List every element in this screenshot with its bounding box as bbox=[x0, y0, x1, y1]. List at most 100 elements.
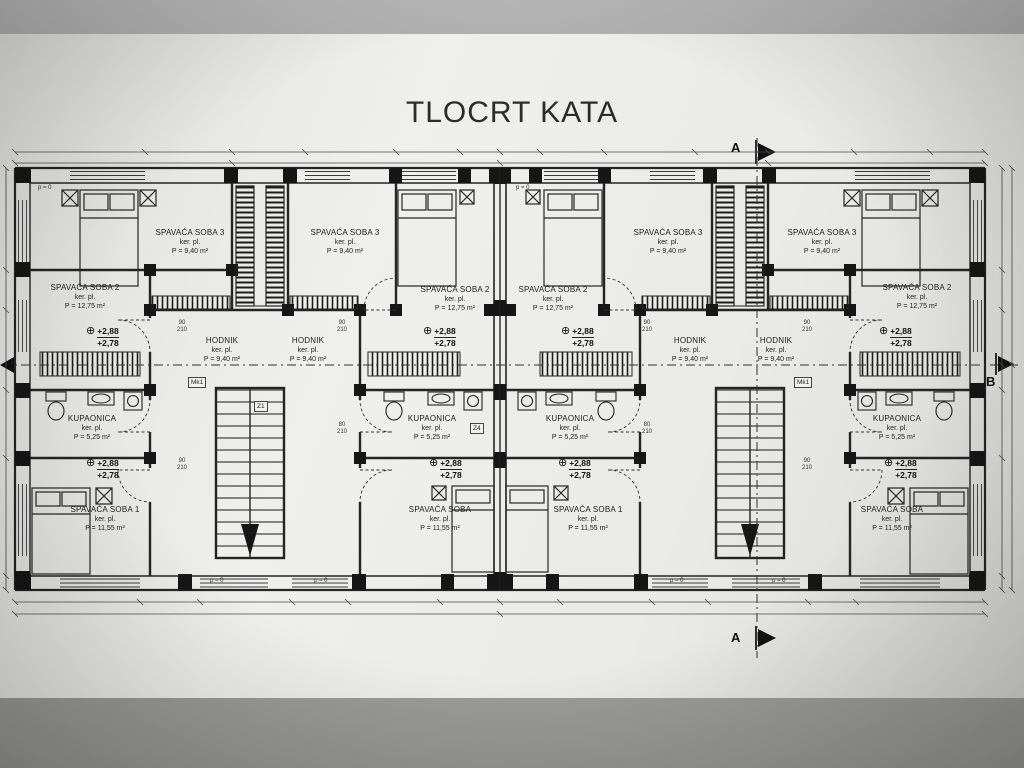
room-label-spavaca-soba-2-b: SPAVAĆA SOBA 2 ker. pl. P = 12,75 m² bbox=[420, 285, 489, 314]
level-upper: +2,88 bbox=[890, 326, 912, 338]
room-area: P = 9,40 m² bbox=[289, 356, 327, 364]
room-label-spavaca-soba-3-a: SPAVAĆA SOBA 3 ker. pl. P = 9,40 m² bbox=[155, 228, 224, 257]
room-label-spavaca-soba-1-a: SPAVAĆA SOBA 1 ker. pl. P = 11,55 m² bbox=[70, 505, 139, 534]
room-name: HODNIK bbox=[759, 336, 793, 345]
door-height: 210 bbox=[337, 428, 348, 435]
level-marker: ⊕ +2,88 +2,78 bbox=[429, 458, 462, 480]
room-name: SPAVAĆA SOBA 3 bbox=[633, 228, 703, 237]
parapet-label: p = 0 bbox=[772, 578, 786, 584]
bathroom-fixtures bbox=[45, 391, 483, 421]
room-name: KUPAONICA bbox=[67, 414, 117, 423]
level-lower: +2,78 bbox=[97, 469, 119, 480]
room-label-spavaca-soba-d: SPAVAĆA SOBA ker. pl. P = 11,55 m² bbox=[861, 505, 923, 534]
room-finish: ker. pl. bbox=[811, 239, 833, 247]
room-area: P = 9,40 m² bbox=[171, 248, 209, 256]
level-lower: +2,78 bbox=[572, 337, 594, 348]
parapet-label: p = 0 bbox=[38, 185, 52, 191]
left-half-geometry bbox=[13, 166, 501, 592]
room-finish: ker. pl. bbox=[657, 239, 679, 247]
dimension-lines bbox=[2, 148, 1016, 618]
level-lower: +2,78 bbox=[569, 469, 591, 480]
room-label-spavaca-soba-1-c: SPAVAĆA SOBA 1 ker. pl. P = 11,55 m² bbox=[553, 505, 622, 534]
level-symbol-icon: ⊕ bbox=[86, 457, 96, 469]
room-area: P = 9,40 m² bbox=[757, 356, 795, 364]
level-values: +2,88 +2,78 bbox=[434, 326, 456, 348]
door-height: 210 bbox=[642, 326, 653, 333]
room-label-spavaca-soba-3-c: SPAVAĆA SOBA 3 ker. pl. P = 9,40 m² bbox=[633, 228, 702, 257]
door-size-label: 80 210 bbox=[642, 422, 652, 436]
room-name: HODNIK bbox=[291, 336, 325, 345]
level-lower: +2,78 bbox=[440, 469, 462, 480]
level-upper: +2,88 bbox=[569, 458, 591, 470]
room-label-kupaonica-a: KUPAONICA ker. pl. P = 5,25 m² bbox=[68, 414, 116, 443]
level-lower: +2,78 bbox=[895, 469, 917, 480]
room-finish: ker. pl. bbox=[542, 296, 564, 304]
room-finish: ker. pl. bbox=[334, 239, 356, 247]
room-label-spavaca-soba-2-d: SPAVAĆA SOBA 2 ker. pl. P = 12,75 m² bbox=[882, 283, 951, 312]
section-marker-a-bottom: A bbox=[731, 630, 741, 645]
room-label-hodnik-b: HODNIK ker. pl. P = 9,40 m² bbox=[290, 336, 326, 365]
door-size-label: 90 210 bbox=[177, 458, 187, 472]
room-finish: ker. pl. bbox=[74, 294, 96, 302]
room-name: SPAVAĆA SOBA 3 bbox=[310, 228, 380, 237]
room-label-hodnik-d: HODNIK ker. pl. P = 9,40 m² bbox=[758, 336, 794, 365]
door-height: 210 bbox=[802, 464, 813, 471]
door-height: 210 bbox=[177, 326, 188, 333]
level-upper: +2,88 bbox=[434, 326, 456, 338]
room-name: SPAVAĆA SOBA 2 bbox=[882, 283, 952, 292]
door-width: 90 bbox=[643, 320, 651, 326]
level-marker: ⊕ +2,88 +2,78 bbox=[561, 326, 594, 348]
room-name: KUPAONICA bbox=[872, 414, 922, 423]
tag-z4: Z4 bbox=[470, 423, 484, 434]
room-name: KUPAONICA bbox=[545, 414, 595, 423]
level-symbol-icon: ⊕ bbox=[879, 325, 889, 337]
level-lower: +2,78 bbox=[97, 337, 119, 348]
level-marker: ⊕ +2,88 +2,78 bbox=[558, 458, 591, 480]
room-area: P = 12,75 m² bbox=[532, 305, 574, 313]
room-name: SPAVAĆA SOBA bbox=[860, 505, 924, 514]
structural-columns bbox=[15, 168, 500, 590]
drawing-title: TLOCRT KATA bbox=[405, 96, 619, 129]
parapet-label: p = 0 bbox=[516, 185, 530, 191]
door-height: 210 bbox=[337, 326, 348, 333]
room-area: P = 9,40 m² bbox=[671, 356, 709, 364]
room-area: P = 9,40 m² bbox=[203, 356, 241, 364]
parapet-label: p = 0 bbox=[314, 578, 328, 584]
windows bbox=[18, 171, 456, 588]
tag-mk1: Mk1 bbox=[188, 377, 207, 388]
room-finish: ker. pl. bbox=[444, 296, 466, 304]
room-name: SPAVAĆA SOBA bbox=[408, 505, 472, 514]
room-finish: ker. pl. bbox=[211, 347, 233, 355]
level-upper: +2,88 bbox=[97, 326, 119, 338]
room-name: SPAVAĆA SOBA 2 bbox=[420, 285, 490, 294]
room-area: P = 5,25 m² bbox=[878, 434, 916, 442]
level-marker: ⊕ +2,88 +2,78 bbox=[86, 326, 119, 348]
room-label-kupaonica-d: KUPAONICA ker. pl. P = 5,25 m² bbox=[873, 414, 921, 443]
tag-z1: Z1 bbox=[254, 401, 268, 412]
room-area: P = 9,40 m² bbox=[649, 248, 687, 256]
door-size-label: 90 210 bbox=[177, 320, 187, 334]
level-values: +2,88 +2,78 bbox=[97, 326, 119, 348]
door-width: 90 bbox=[178, 320, 186, 326]
door-size-label: 90 210 bbox=[802, 458, 812, 472]
room-finish: ker. pl. bbox=[679, 347, 701, 355]
door-size-label: 90 210 bbox=[802, 320, 812, 334]
room-finish: ker. pl. bbox=[886, 425, 908, 433]
level-symbol-icon: ⊕ bbox=[429, 457, 439, 469]
level-marker: ⊕ +2,88 +2,78 bbox=[423, 326, 456, 348]
room-name: HODNIK bbox=[205, 336, 239, 345]
room-label-spavaca-soba-3-d: SPAVAĆA SOBA 3 ker. pl. P = 9,40 m² bbox=[787, 228, 856, 257]
room-area: P = 5,25 m² bbox=[413, 434, 451, 442]
room-label-hodnik-a: HODNIK ker. pl. P = 9,40 m² bbox=[204, 336, 240, 365]
room-name: SPAVAĆA SOBA 1 bbox=[553, 505, 623, 514]
section-marker-b-right: B bbox=[986, 374, 996, 389]
room-area: P = 9,40 m² bbox=[326, 248, 364, 256]
level-values: +2,88 +2,78 bbox=[572, 326, 594, 348]
room-name: SPAVAĆA SOBA 3 bbox=[155, 228, 225, 237]
room-area: P = 5,25 m² bbox=[551, 434, 589, 442]
room-name: SPAVAĆA SOBA 3 bbox=[787, 228, 857, 237]
level-upper: +2,88 bbox=[440, 458, 462, 470]
room-name: HODNIK bbox=[673, 336, 707, 345]
level-values: +2,88 +2,78 bbox=[890, 326, 912, 348]
